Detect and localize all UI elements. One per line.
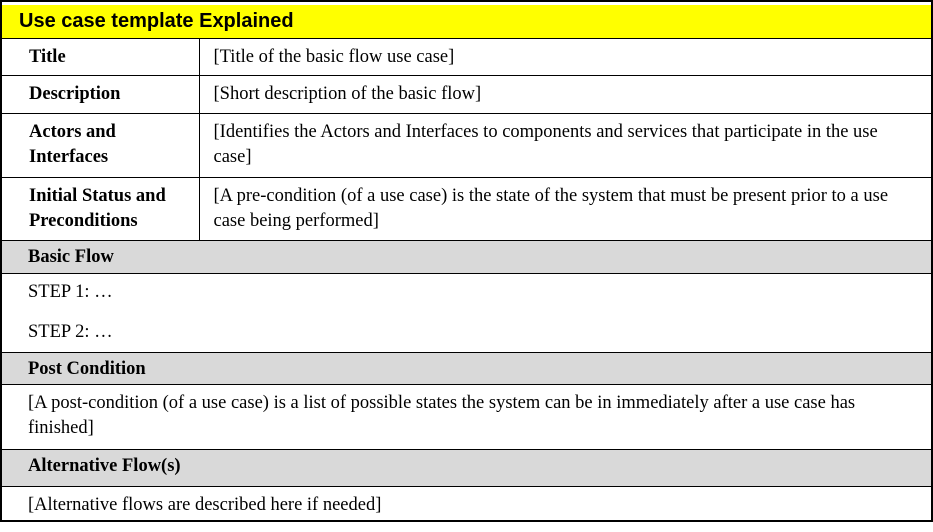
post-condition-text: [A post-condition (of a use case) is a l… [28, 393, 856, 438]
basic-flow-steps-cell: STEP 1: … STEP 2: … [0, 273, 933, 353]
field-label-title: Title [0, 38, 200, 76]
section-row-post-condition: Post Condition [0, 352, 933, 385]
section-heading-basic-flow: Basic Flow [0, 240, 933, 274]
body-row-alternative-flows: [Alternative flows are described here if… [0, 486, 933, 521]
field-value-title: [Title of the basic flow use case] [198, 38, 933, 76]
section-heading-alternative-flows: Alternative Flow(s) [0, 449, 933, 487]
table-title-cell: Use case template Explained [0, 0, 933, 39]
field-label-initial-status: Initial Status and Preconditions [0, 177, 200, 241]
field-row-actors-interfaces: Actors and Interfaces [Identifies the Ac… [0, 113, 933, 178]
section-row-alternative-flows: Alternative Flow(s) [0, 449, 933, 487]
table-title: Use case template Explained [2, 5, 932, 38]
field-value-initial-status: [A pre-condition (of a use case) is the … [198, 177, 933, 241]
section-heading-post-condition: Post Condition [0, 352, 933, 385]
basic-flow-step-1: STEP 1: … [28, 282, 113, 302]
field-value-actors-interfaces: [Identifies the Actors and Interfaces to… [198, 113, 933, 178]
field-row-title: Title [Title of the basic flow use case] [0, 38, 933, 76]
section-row-basic-flow: Basic Flow [0, 240, 933, 274]
field-row-description: Description [Short description of the ba… [0, 75, 933, 114]
body-row-basic-flow-steps: STEP 1: … STEP 2: … [0, 273, 933, 353]
field-label-description: Description [0, 75, 200, 114]
field-value-description: [Short description of the basic flow] [198, 75, 933, 114]
alternative-flows-text: [Alternative flows are described here if… [28, 495, 382, 515]
alternative-flows-cell: [Alternative flows are described here if… [0, 486, 933, 521]
body-row-post-condition: [A post-condition (of a use case) is a l… [0, 384, 933, 450]
field-row-initial-status: Initial Status and Preconditions [A pre-… [0, 177, 933, 241]
basic-flow-step-2: STEP 2: … [28, 322, 113, 342]
post-condition-cell: [A post-condition (of a use case) is a l… [0, 384, 933, 450]
table-title-row: Use case template Explained [0, 0, 933, 39]
field-label-actors-interfaces: Actors and Interfaces [0, 113, 200, 178]
